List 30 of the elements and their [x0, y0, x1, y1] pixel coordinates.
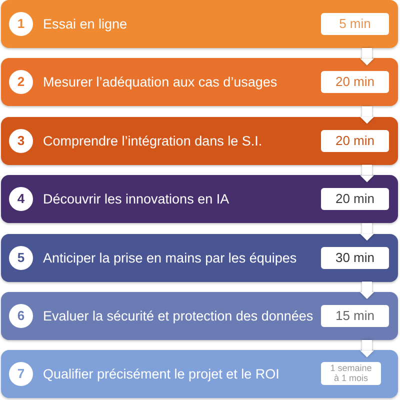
step-number: 5 — [9, 246, 33, 270]
step-band — [1, 292, 398, 340]
step-number: 2 — [9, 70, 33, 94]
duration-tag: 20 min — [321, 71, 389, 94]
step-number: 1 — [9, 12, 33, 36]
duration-tag: 15 min — [321, 305, 389, 327]
step-arrow — [360, 282, 374, 299]
step-band — [1, 234, 398, 282]
step-title: Anticiper la prise en mains par les équipes — [43, 249, 297, 266]
step-arrow — [360, 164, 374, 182]
step-title: Découvrir les innovations en IA — [43, 190, 230, 208]
step-band — [1, 116, 398, 165]
step-title: Qualifier précisément le projet et le ROI — [43, 366, 280, 383]
step-title: Mesurer l’adéquation aux cas d’usages — [43, 74, 278, 91]
duration-tag: 30 min — [321, 246, 389, 269]
duration-tag: 1 semaine à 1 mois — [321, 362, 381, 386]
duration-tag: 20 min — [321, 130, 389, 152]
step-band — [1, 0, 398, 48]
step-title: Essai en ligne — [43, 16, 128, 32]
duration-tag: 5 min — [321, 13, 389, 35]
step-number: 3 — [9, 128, 33, 153]
step-band — [1, 350, 398, 398]
step-number: 6 — [9, 304, 33, 328]
step-number: 4 — [9, 187, 33, 212]
step-band — [1, 175, 398, 224]
step-title: Evaluer la sécurité et protection des données — [43, 308, 314, 324]
step-title: Comprendre l’intégration dans le S.I. — [43, 132, 262, 150]
duration-tag: 20 min — [321, 188, 389, 210]
step-band — [1, 58, 398, 106]
step-number: 7 — [9, 362, 33, 386]
